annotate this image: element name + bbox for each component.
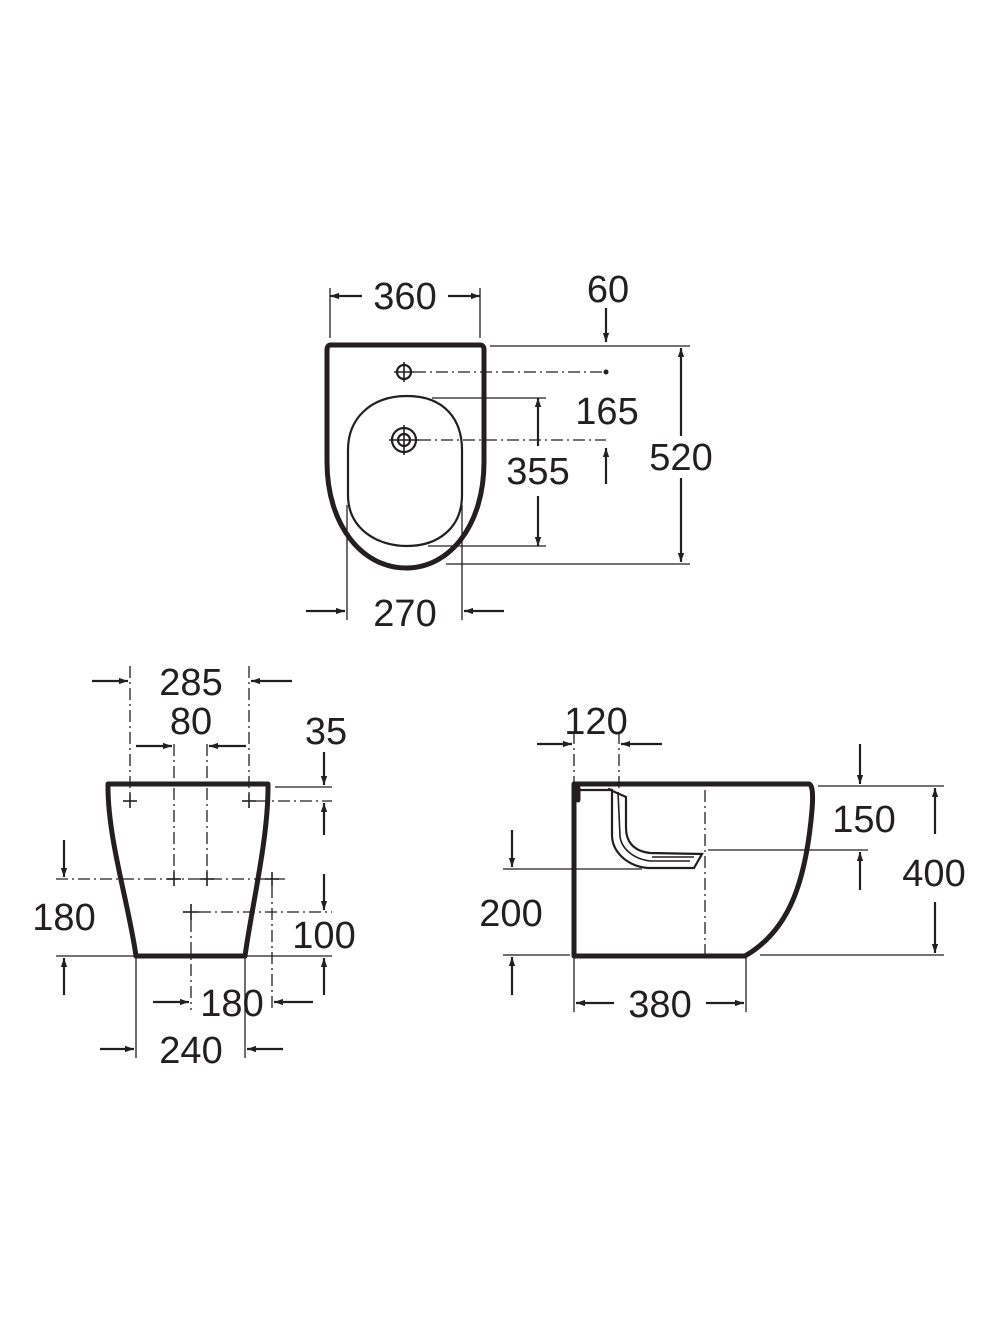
front-view-body — [105, 781, 271, 959]
top-view: 360 60 165 355 520 270 — [306, 269, 713, 635]
dim-tap-to-drain: 165 — [575, 391, 638, 433]
top-view-body — [324, 342, 487, 571]
dim-tap-offset: 60 — [587, 269, 629, 311]
fixing-hole-icon — [123, 794, 137, 808]
dim-base-width: 240 — [159, 1030, 222, 1072]
front-view: 285 80 35 180 100 180 — [32, 662, 355, 1072]
dim-bowl-length: 355 — [506, 451, 569, 493]
dim-fixing-height: 180 — [32, 897, 95, 939]
top-view-bowl — [346, 394, 464, 548]
dim-top-offset: 35 — [305, 711, 347, 753]
side-view: 120 150 400 200 380 — [479, 701, 965, 1026]
dim-length: 380 — [628, 984, 691, 1026]
dim-height: 400 — [902, 853, 965, 895]
side-view-bowl — [607, 787, 704, 870]
dim-fixing-width: 285 — [159, 662, 222, 704]
dim-fixing-spacing: 80 — [170, 701, 212, 743]
dim-waste-outlet-height: 200 — [479, 893, 542, 935]
tap-hole-icon — [394, 362, 414, 382]
dim-waste-height: 100 — [292, 915, 355, 957]
dim-bowl-width: 270 — [373, 593, 436, 635]
side-view-body — [571, 781, 816, 959]
dim-width: 360 — [373, 276, 436, 318]
dim-depth: 520 — [649, 437, 712, 479]
drain-icon — [389, 425, 419, 455]
fixing-hole-icon — [242, 794, 256, 808]
dim-tap-setback: 120 — [564, 701, 627, 743]
dim-rim-depth: 150 — [832, 799, 895, 841]
dim-waste-spacing: 180 — [200, 983, 263, 1025]
